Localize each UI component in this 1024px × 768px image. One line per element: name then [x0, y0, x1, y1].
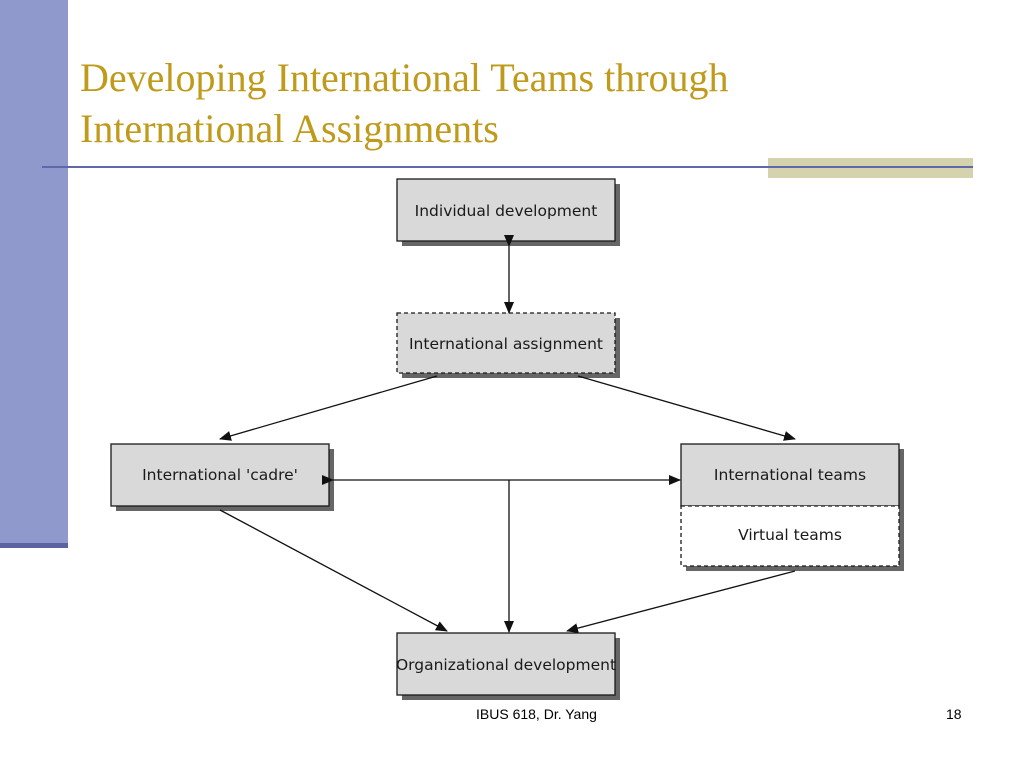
arrow-assignment-to-teams	[577, 375, 796, 441]
slide-sidebar	[0, 0, 68, 546]
footer-credit: IBUS 618, Dr. Yang	[476, 706, 597, 722]
node-international-teams-label: International teams	[714, 466, 866, 484]
node-individual-development: Individual development	[396, 178, 620, 246]
title-accent-bar	[768, 158, 973, 178]
sidebar-edge	[0, 543, 68, 548]
node-international-cadre: International 'cadre'	[110, 443, 334, 511]
title-divider	[42, 166, 973, 168]
node-individual-development-label: Individual development	[415, 202, 598, 220]
page-number: 18	[946, 706, 962, 722]
node-international-assignment: International assignment	[396, 312, 620, 378]
arrow-assignment-to-cadre	[219, 375, 438, 441]
title-line-2: International Assignments	[80, 106, 499, 151]
arrow-cadre-to-org	[219, 509, 448, 632]
node-organizational-development-label: Organizational development	[396, 656, 616, 674]
slide-title: Developing International Teams through I…	[80, 52, 980, 154]
arrow-teams-to-org	[566, 570, 796, 634]
node-virtual-teams: Virtual teams	[680, 505, 900, 567]
node-virtual-teams-label: Virtual teams	[738, 526, 842, 544]
title-line-1: Developing International Teams through	[80, 55, 729, 100]
node-international-cadre-label: International 'cadre'	[142, 466, 298, 484]
node-international-assignment-label: International assignment	[409, 335, 603, 353]
node-organizational-development: Organizational development	[396, 632, 620, 700]
